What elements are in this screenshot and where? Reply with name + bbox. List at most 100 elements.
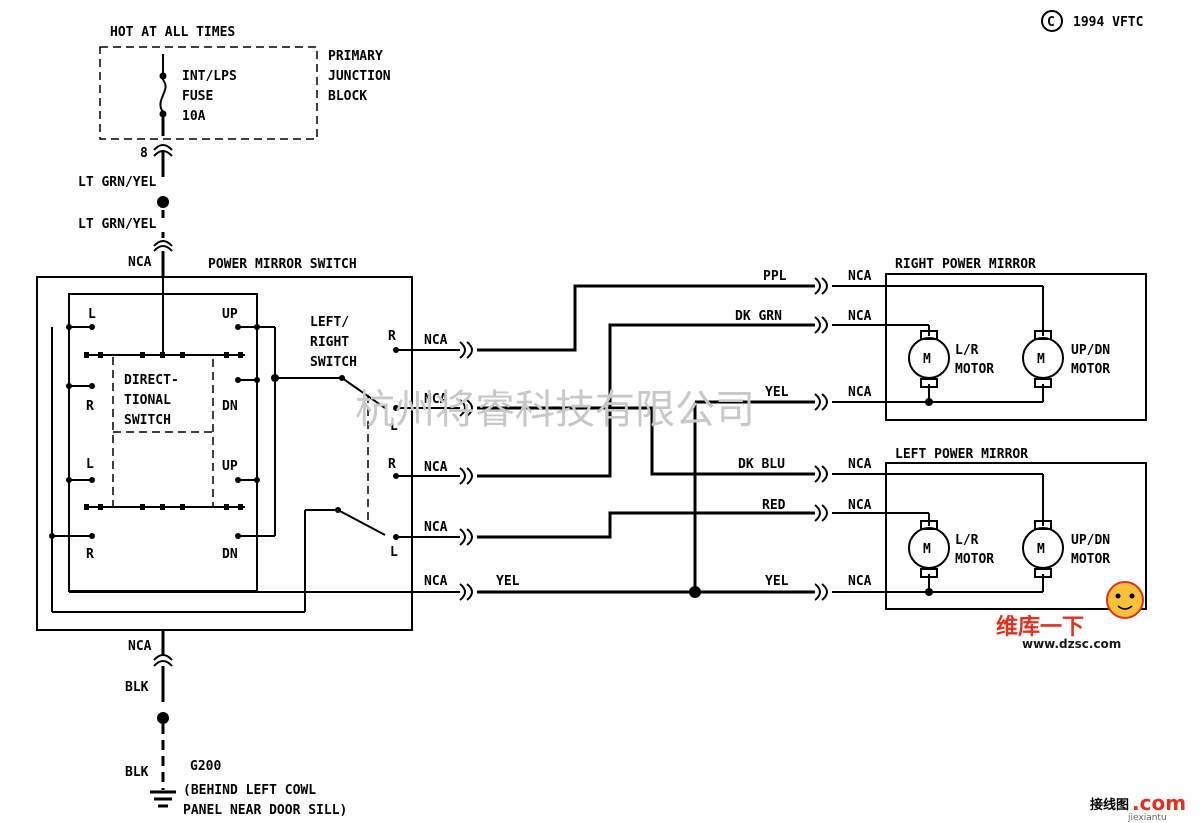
svg-text:NCA: NCA (848, 498, 872, 513)
watermark: 杭州将睿科技有限公司 (355, 387, 755, 433)
svg-text:SWITCH: SWITCH (124, 413, 171, 428)
svg-text:MOTOR: MOTOR (1071, 552, 1110, 567)
svg-text:MOTOR: MOTOR (955, 552, 994, 567)
svg-text:TIONAL: TIONAL (124, 393, 171, 408)
svg-text:NCA: NCA (424, 520, 448, 535)
svg-text:RIGHT POWER MIRROR: RIGHT POWER MIRROR (895, 257, 1036, 272)
left-power-mirror: LEFT POWER MIRROR M L/R MOTOR M UP/DN MO… (885, 447, 1147, 610)
svg-text:NCA: NCA (848, 457, 872, 472)
svg-text:PPL: PPL (763, 269, 787, 284)
svg-text:DK GRN: DK GRN (735, 309, 782, 324)
svg-text:NCA: NCA (848, 574, 872, 589)
motor-icon: M (908, 520, 950, 578)
svg-text:UP/DN: UP/DN (1071, 533, 1110, 548)
svg-text:NCA: NCA (424, 333, 448, 348)
svg-text:NCA: NCA (128, 255, 152, 270)
svg-text:M: M (923, 352, 931, 367)
ground-icon (150, 790, 176, 808)
svg-text:UP: UP (222, 459, 238, 474)
svg-text:R: R (388, 457, 396, 472)
svg-text:RED: RED (762, 498, 786, 513)
fuse-icon (159, 79, 167, 113)
svg-text:www.dzsc.com: www.dzsc.com (1022, 637, 1121, 651)
svg-text:M: M (1037, 352, 1045, 367)
svg-text:C: C (1047, 15, 1055, 30)
svg-text:NCA: NCA (128, 639, 152, 654)
svg-text:NCA: NCA (848, 309, 872, 324)
svg-text:DIRECT-: DIRECT- (124, 373, 179, 388)
svg-text:维库一下: 维库一下 (996, 614, 1084, 640)
svg-text:NCA: NCA (424, 460, 448, 475)
svg-text:M: M (1037, 542, 1045, 557)
svg-text:HOT AT ALL TIMES: HOT AT ALL TIMES (110, 25, 235, 40)
svg-text:R: R (86, 399, 94, 414)
svg-text:L: L (86, 457, 94, 472)
right-power-mirror: RIGHT POWER MIRROR M L/R MOTOR M UP/DN M… (885, 257, 1147, 421)
wire-red (477, 511, 815, 539)
svg-text:M: M (923, 542, 931, 557)
wire-dk-blu (477, 406, 815, 476)
svg-text:INT/LPS: INT/LPS (182, 69, 237, 84)
svg-text:(BEHIND LEFT COWL: (BEHIND LEFT COWL (183, 783, 316, 798)
svg-text:PRIMARY: PRIMARY (328, 49, 383, 64)
ground-circuit: NCA BLK BLK G200 (BEHIND LEFT COWL PANEL… (125, 630, 347, 818)
svg-text:L: L (390, 545, 398, 560)
svg-text:LEFT POWER MIRROR: LEFT POWER MIRROR (895, 447, 1028, 462)
splice-icon (157, 712, 169, 724)
output-wiring: NCA NCA NCA NCA NCA YEL PPL DK GRN YEL (412, 269, 886, 601)
primary-junction-block (99, 46, 318, 140)
svg-text:RIGHT: RIGHT (310, 335, 349, 350)
splice-icon (689, 586, 701, 598)
jiexiantu-logo: 接线图 .com jiexiantu (1090, 791, 1186, 823)
svg-text:R: R (86, 547, 94, 562)
svg-text:BLK: BLK (125, 765, 149, 780)
svg-text:SWITCH: SWITCH (310, 355, 357, 370)
svg-text:LT GRN/YEL: LT GRN/YEL (78, 175, 156, 190)
switch-connectors: NCA NCA NCA NCA NCA (412, 333, 473, 601)
svg-text:NCA: NCA (848, 269, 872, 284)
svg-text:JUNCTION: JUNCTION (328, 69, 391, 84)
svg-text:DN: DN (222, 399, 238, 414)
copyright: C 1994 VFTC (1041, 10, 1143, 32)
svg-text:1994 VFTC: 1994 VFTC (1073, 15, 1143, 30)
svg-text:MOTOR: MOTOR (1071, 362, 1110, 377)
svg-text:PANEL NEAR DOOR SILL): PANEL NEAR DOOR SILL) (183, 803, 347, 818)
left-right-switch-blade (341, 377, 386, 409)
svg-text:YEL: YEL (765, 574, 789, 589)
svg-text:LEFT/: LEFT/ (310, 315, 349, 330)
svg-text:FUSE: FUSE (182, 89, 213, 104)
svg-text:8: 8 (140, 146, 148, 161)
svg-text:10A: 10A (182, 109, 206, 124)
wire-ppl (477, 284, 815, 352)
power-mirror-switch: POWER MIRROR SWITCH DIRECT- TIONAL SWITC… (36, 257, 413, 631)
svg-text:NCA: NCA (424, 392, 448, 407)
svg-text:BLOCK: BLOCK (328, 89, 367, 104)
svg-text:L/R: L/R (955, 533, 979, 548)
motor-icon: M (1022, 330, 1064, 388)
switch-housing (36, 276, 413, 631)
svg-text:NCA: NCA (424, 574, 448, 589)
svg-text:L: L (390, 419, 398, 434)
svg-text:L: L (88, 307, 96, 322)
svg-text:R: R (388, 329, 396, 344)
splice-icon (157, 196, 169, 208)
svg-text:YEL: YEL (765, 385, 789, 400)
svg-text:LT GRN/YEL: LT GRN/YEL (78, 217, 156, 232)
svg-text:MOTOR: MOTOR (955, 362, 994, 377)
svg-text:POWER MIRROR SWITCH: POWER MIRROR SWITCH (208, 257, 357, 272)
svg-text:DN: DN (222, 547, 238, 562)
motor-icon: M (1022, 520, 1064, 578)
wire-dk-grn (477, 323, 815, 478)
svg-text:UP: UP (222, 307, 238, 322)
svg-text:.com: .com (1132, 791, 1186, 815)
svg-text:YEL: YEL (496, 574, 520, 589)
dzsc-logo: 维库一下 www.dzsc.com (996, 581, 1144, 651)
motor-icon: M (908, 330, 950, 388)
connector-icon (153, 144, 173, 151)
svg-text:L/R: L/R (955, 343, 979, 358)
power-supply: HOT AT ALL TIMES PRIMARY JUNCTION BLOCK … (78, 25, 391, 277)
svg-text:jiexiantu: jiexiantu (1127, 813, 1167, 823)
svg-text:接线图: 接线图 (1090, 797, 1129, 813)
svg-text:BLK: BLK (125, 680, 149, 695)
